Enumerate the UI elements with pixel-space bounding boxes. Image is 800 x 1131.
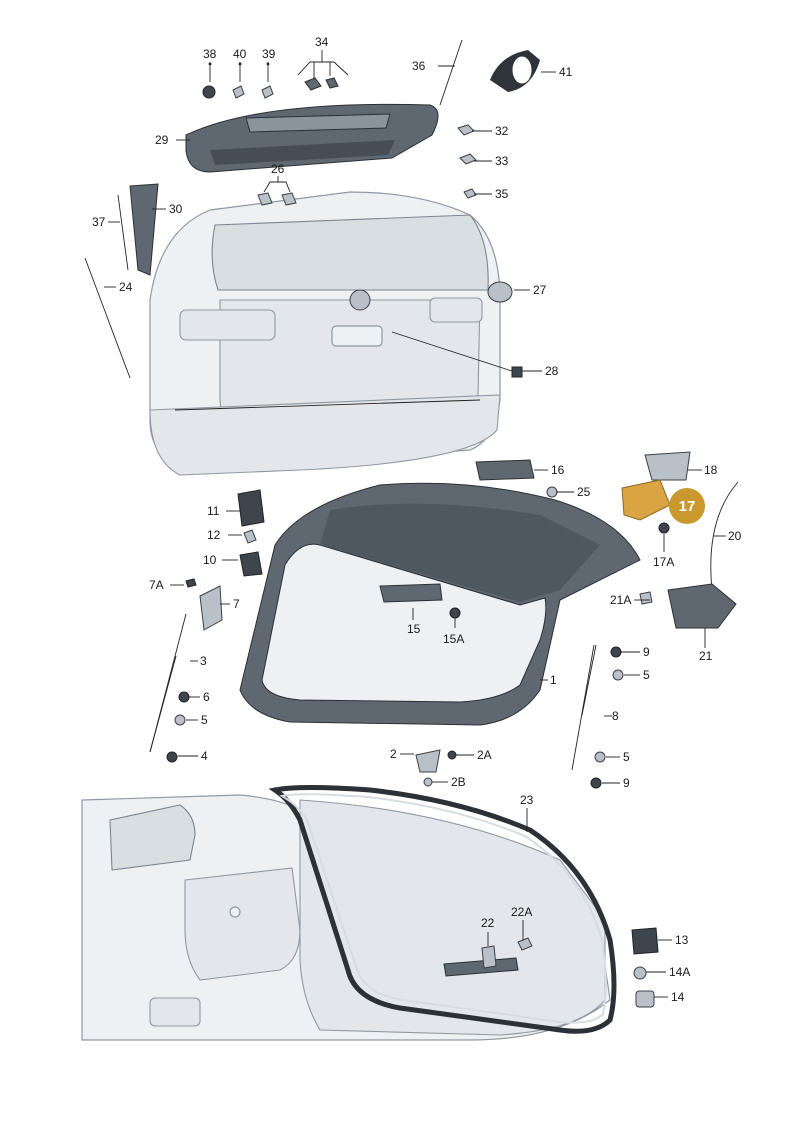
label-27: 27 <box>533 283 547 297</box>
leader-lines <box>104 50 726 998</box>
part-29-spoiler <box>185 103 439 173</box>
label-22: 22 <box>481 916 495 930</box>
label-9-bottom: 9 <box>623 776 630 790</box>
label-22A: 22A <box>511 905 532 919</box>
label-21: 21 <box>699 649 713 663</box>
label-41: 41 <box>559 65 573 79</box>
label-2: 2 <box>390 747 397 761</box>
part-41-tape-roll <box>490 50 540 92</box>
label-36: 36 <box>412 59 426 73</box>
label-3: 3 <box>200 654 207 668</box>
label-30: 30 <box>169 202 183 216</box>
fasteners-right <box>457 124 477 199</box>
label-38: 38 <box>203 47 217 61</box>
label-24: 24 <box>119 280 133 294</box>
label-4: 4 <box>201 749 208 763</box>
label-12: 12 <box>207 528 221 542</box>
label-29: 29 <box>155 133 169 147</box>
label-39: 39 <box>262 47 276 61</box>
label-11: 11 <box>207 504 220 518</box>
label-9-top: 9 <box>643 645 650 659</box>
label-14A: 14A <box>669 965 690 979</box>
label-2B: 2B <box>451 775 466 789</box>
part-1-tailgate-frame <box>239 482 641 726</box>
label-6: 6 <box>203 690 210 704</box>
label-40: 40 <box>233 47 247 61</box>
highlight-badge <box>669 488 705 524</box>
part-labels: 38 40 39 34 36 41 29 32 33 35 30 37 24 2… <box>92 35 742 1004</box>
label-25: 25 <box>577 485 591 499</box>
label-15: 15 <box>407 622 421 636</box>
label-18: 18 <box>704 463 718 477</box>
label-17A: 17A <box>653 555 674 569</box>
part-23-seal <box>268 785 617 1034</box>
label-23: 23 <box>520 793 534 807</box>
label-34: 34 <box>315 35 329 49</box>
label-21A: 21A <box>610 593 631 607</box>
label-20: 20 <box>728 529 742 543</box>
label-1: 1 <box>550 673 557 687</box>
label-32: 32 <box>495 124 509 138</box>
label-7: 7 <box>233 597 240 611</box>
label-14: 14 <box>671 990 685 1004</box>
label-15A: 15A <box>443 632 464 646</box>
label-10: 10 <box>203 553 217 567</box>
label-16: 16 <box>551 463 565 477</box>
label-7A: 7A <box>149 578 164 592</box>
fasteners-top <box>202 77 339 99</box>
vehicle-rear-view <box>149 191 516 476</box>
label-28: 28 <box>545 364 559 378</box>
label-5-right-top: 5 <box>643 668 650 682</box>
label-5-right-bottom: 5 <box>623 750 630 764</box>
label-37: 37 <box>92 215 106 229</box>
label-5-left: 5 <box>201 713 208 727</box>
label-8: 8 <box>612 709 619 723</box>
label-13: 13 <box>675 933 689 947</box>
label-33: 33 <box>495 154 509 168</box>
label-2A: 2A <box>477 748 492 762</box>
label-26: 26 <box>271 162 285 176</box>
part-26-clips <box>257 192 297 206</box>
label-17: 17 <box>679 498 696 515</box>
vehicle-body-opening <box>81 794 611 1041</box>
label-35: 35 <box>495 187 509 201</box>
